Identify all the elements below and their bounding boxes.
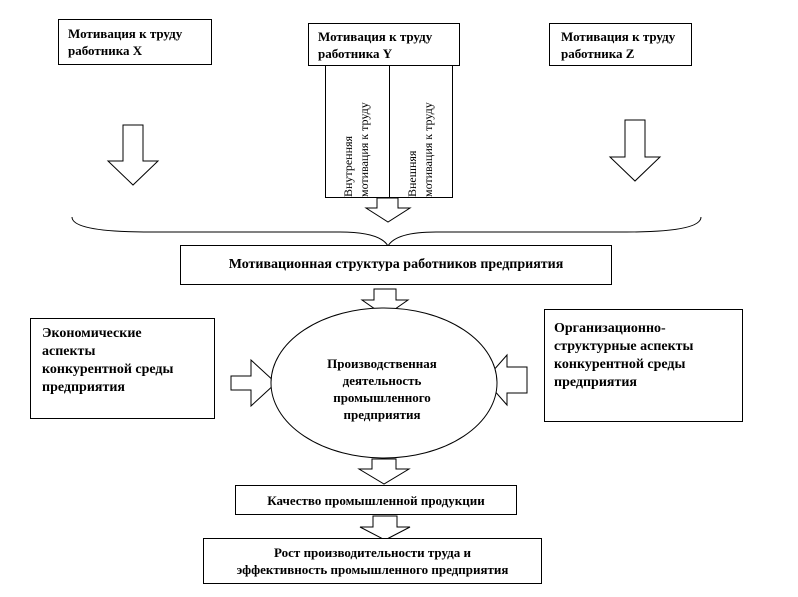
external-motivation-box: Внешняя мотивация к труду <box>389 65 453 198</box>
internal-motivation-label: Внутренняя мотивация к труду <box>341 102 371 197</box>
economic-aspects-label: Экономические аспекты конкурентной среды… <box>42 326 174 395</box>
productivity-growth-box: Рост производительности труда и эффектив… <box>203 538 542 584</box>
arrow-quality-to-growth <box>359 515 411 541</box>
motivation-structure-box: Мотивационная структура работников предп… <box>180 245 612 285</box>
product-quality-label: Качество промышленной продукции <box>267 493 485 508</box>
arrow-economic-to-production <box>230 358 277 408</box>
worker-y-label: Мотивация к труду работника Y <box>318 29 433 61</box>
economic-aspects-box: Экономические аспекты конкурентной среды… <box>30 318 215 419</box>
arrow-worker-y <box>364 197 412 223</box>
production-oval <box>270 307 498 459</box>
arrow-worker-x <box>106 124 160 186</box>
motivation-structure-label: Мотивационная структура работников предп… <box>228 257 564 272</box>
worker-z-box: Мотивация к труду работника Z <box>549 23 692 66</box>
arrow-worker-z <box>608 119 662 182</box>
worker-y-box: Мотивация к труду работника Y <box>308 23 460 66</box>
external-motivation-label: Внешняя мотивация к труду <box>405 102 435 197</box>
worker-x-label: Мотивация к труду работника X <box>68 26 183 58</box>
organizational-aspects-label: Организационно- структурные аспекты конк… <box>554 321 694 390</box>
productivity-growth-label: Рост производительности труда и эффектив… <box>236 545 509 577</box>
worker-x-box: Мотивация к труду работника X <box>58 19 212 65</box>
organizational-aspects-box: Организационно- структурные аспекты конк… <box>544 309 743 422</box>
arrow-production-to-quality <box>357 458 411 485</box>
product-quality-box: Качество промышленной продукции <box>235 485 517 515</box>
production-label: Производственная деятельность промышленн… <box>327 356 437 422</box>
internal-motivation-box: Внутренняя мотивация к труду <box>325 65 390 198</box>
worker-z-label: Мотивация к труду работника Z <box>561 29 676 61</box>
